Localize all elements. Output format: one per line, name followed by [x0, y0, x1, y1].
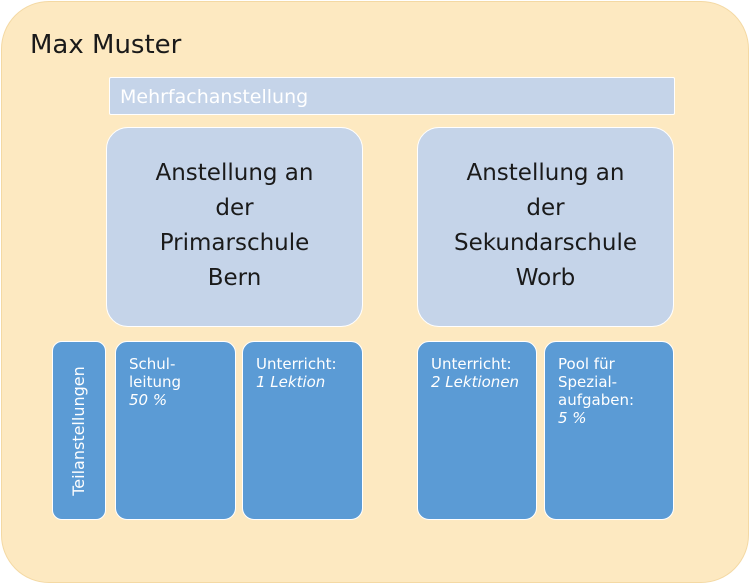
partial-employment-special-tasks-pool: Pool für Spezial- aufgaben: 5 %: [544, 341, 674, 520]
partial-employments-label-box: Teilanstellungen: [52, 341, 106, 520]
employment-label: Anstellung an der Primarschule Bern: [155, 160, 314, 291]
partial-employment-label: Unterricht:: [431, 355, 512, 373]
employment-secondary-school: Anstellung an der Sekundarschule Worb: [417, 127, 674, 327]
partial-employment-label: Unterricht:: [256, 355, 337, 373]
partial-employment-value: 2 Lektionen: [431, 373, 520, 391]
partial-employment-value: 5 %: [558, 409, 587, 427]
partial-employment-teaching-primary: Unterricht: 1 Lektion: [242, 341, 363, 520]
employment-label: Anstellung an der Sekundarschule Worb: [454, 160, 637, 291]
partial-employment-teaching-secondary: Unterricht: 2 Lektionen: [417, 341, 537, 520]
partial-employments-label: Teilanstellungen: [69, 365, 88, 496]
partial-employment-school-management: Schul- leitung 50 %: [115, 341, 236, 520]
banner-label: Mehrfachanstellung: [120, 86, 309, 108]
multiple-employment-banner: Mehrfachanstellung: [109, 77, 675, 115]
partial-employment-value: 50 %: [129, 391, 168, 409]
partial-employment-value: 1 Lektion: [256, 373, 326, 391]
employment-primary-school: Anstellung an der Primarschule Bern: [106, 127, 363, 327]
partial-employment-label: Schul- leitung: [129, 355, 181, 391]
person-name: Max Muster: [30, 30, 182, 60]
partial-employment-label: Pool für Spezial- aufgaben:: [558, 355, 635, 409]
